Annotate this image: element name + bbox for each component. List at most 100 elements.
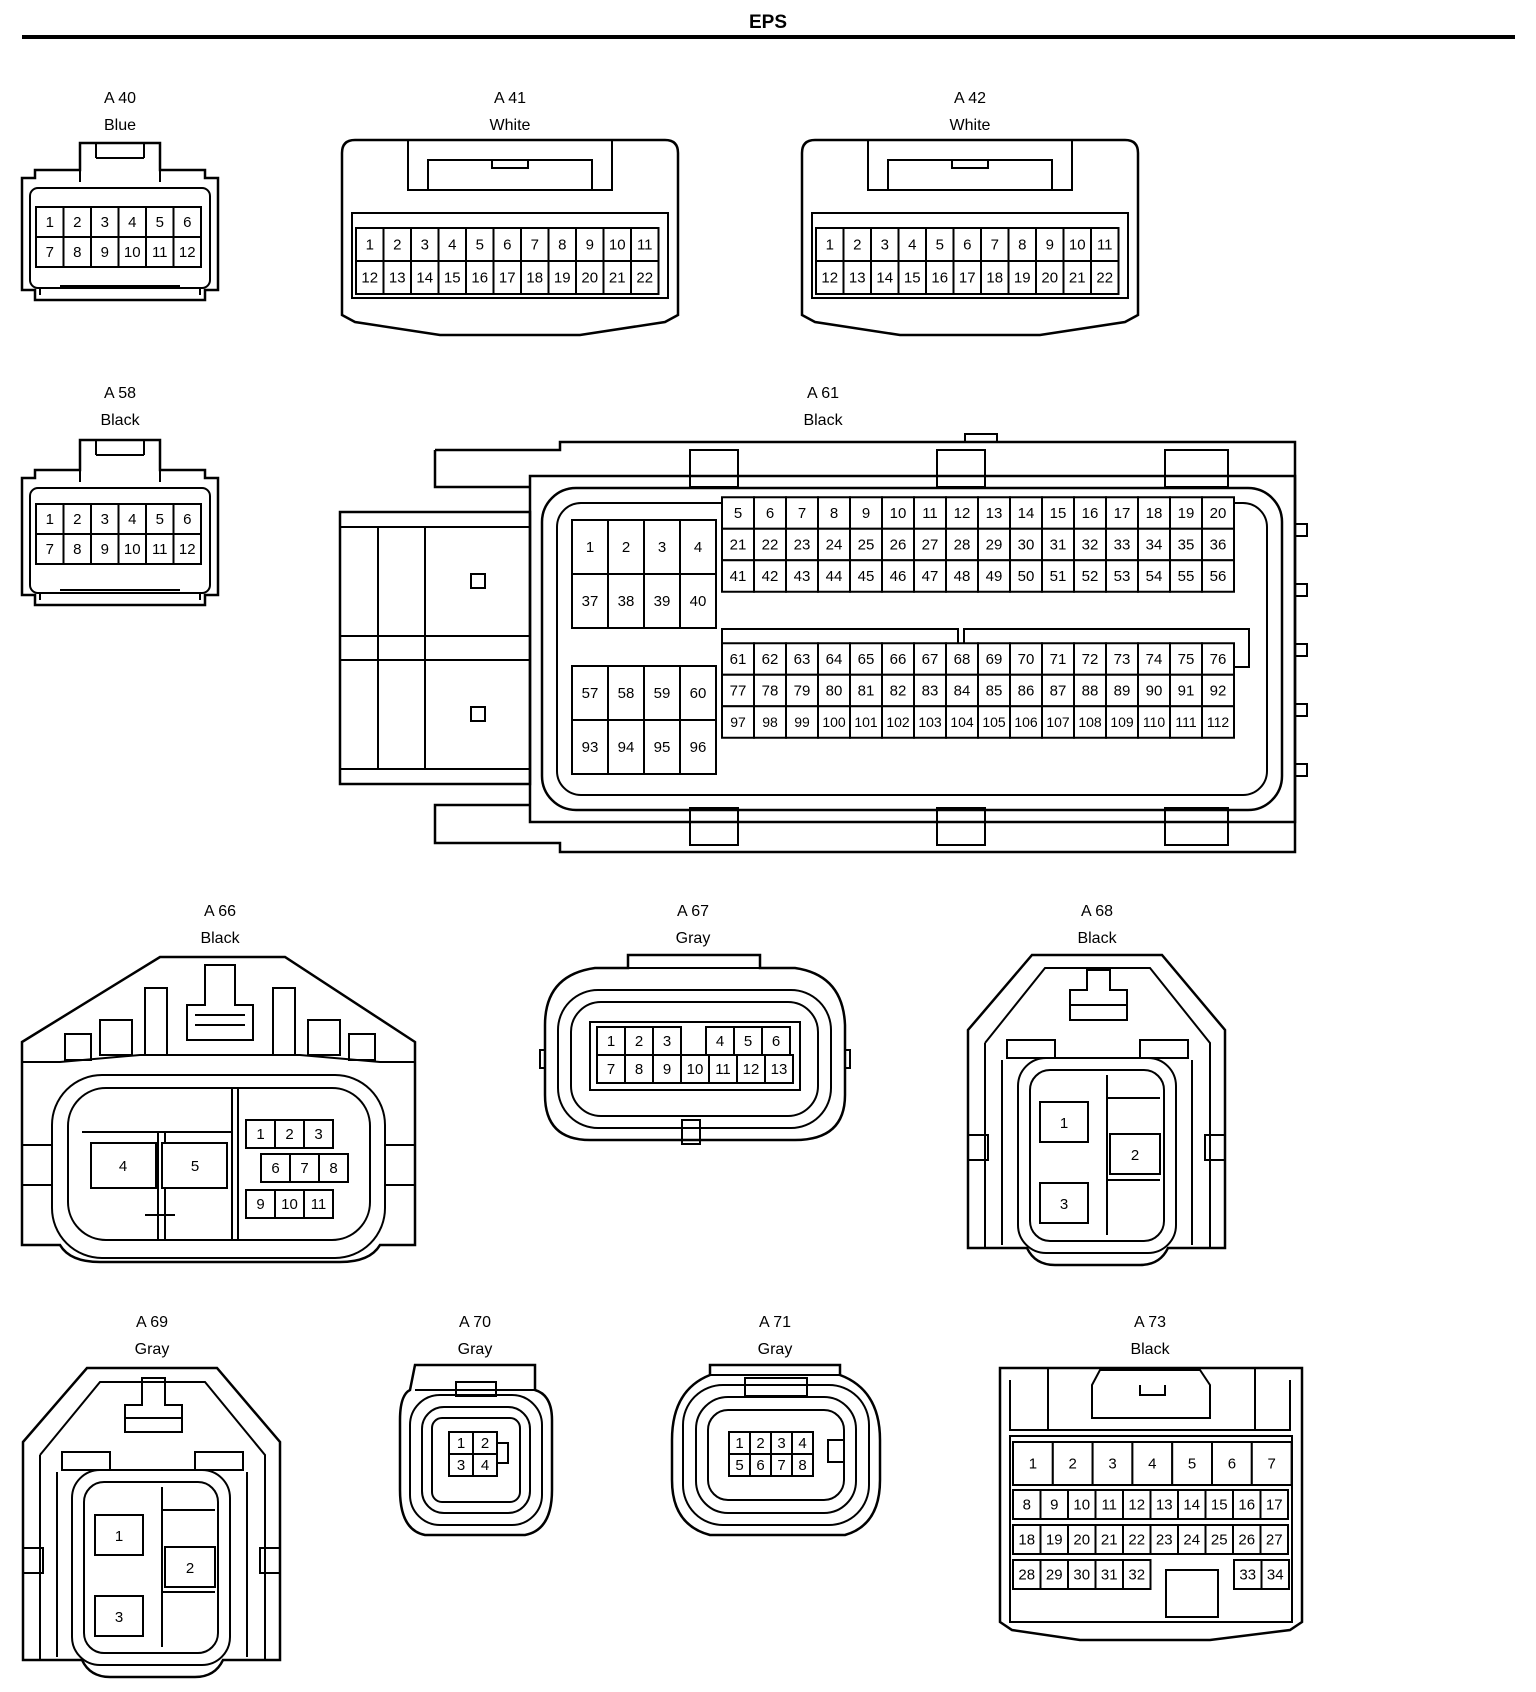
pin-label: 30 [1018,537,1035,554]
pin-label: 2 [73,214,81,231]
pin-label: 14 [1183,1497,1200,1514]
pin-cell [736,1054,766,1084]
pin-label: 5 [156,214,164,231]
pin-label: 33 [1239,1567,1256,1584]
pin-label: 4 [119,1158,127,1175]
pin-label: 2 [1131,1147,1139,1164]
pin-label: 21 [609,270,626,287]
pin-label: 16 [1238,1497,1255,1514]
pin-label: 102 [886,714,910,730]
pin-label: 112 [1207,714,1230,730]
pin-label: 17 [1266,1497,1283,1514]
pin-label: 13 [849,270,866,287]
connector-a69: A 69 Gray 1 2 3 [21,1314,282,1679]
pin-label: 21 [1101,1532,1118,1549]
pin-label: 11 [1101,1497,1117,1514]
pin-cell [1012,1489,1042,1520]
pin-label: 15 [904,270,921,287]
pin-cell [980,260,1010,295]
pin-label: 73 [1114,651,1131,668]
pin-cell [945,705,979,739]
pin-label: 49 [986,568,1003,585]
pin-cell [607,665,645,721]
pin-cell [1009,705,1043,739]
pin-cell [1259,1489,1289,1520]
pin-cell [1250,1441,1293,1486]
connector-housing [670,1363,882,1537]
pin-label: 12 [179,244,196,261]
pin-cell [571,573,609,629]
pin-label: 4 [798,1435,806,1452]
pin-label: 31 [1050,537,1067,554]
pin-cell [117,533,147,565]
pin-label: 65 [858,651,875,668]
pin-cell [172,503,202,535]
pin-label: 70 [1018,651,1035,668]
pin-label: 8 [73,541,81,558]
pin-cell [881,559,915,593]
pin-label: 36 [1210,537,1227,554]
pin-cell [1232,1489,1262,1520]
pin-label: 15 [444,270,461,287]
connector-housing: 4 5 [20,955,417,1264]
pin-label: 13 [986,505,1003,522]
pin-label: 6 [183,511,191,528]
pin-cell [764,1054,794,1084]
pin-label: 14 [416,270,433,287]
pin-cell [607,719,645,775]
connector-housing [20,438,220,607]
pin-label: 22 [1096,270,1113,287]
pin-cell [245,1189,276,1219]
pin-label: 85 [986,683,1003,700]
pin-cell [1062,260,1092,295]
connector-color: Gray [676,930,711,947]
pin-label: 4 [481,1457,489,1474]
pin-label: 75 [1178,651,1195,668]
pin-label: 40 [690,593,707,610]
pin-label: 61 [730,651,747,668]
pin-cell [785,527,819,562]
pin-label: 28 [954,537,971,554]
pin-cell [849,673,883,708]
pin-label: 12 [821,270,838,287]
pin-label: 8 [798,1457,806,1474]
connector-color: Gray [758,1341,793,1358]
pin-label: 53 [1114,568,1131,585]
pin-label: 28 [1018,1567,1035,1584]
connector-a68: A 68 Black 1 2 3 [966,903,1227,1267]
pin-label: 51 [1050,568,1067,585]
pin-label: 7 [777,1457,785,1474]
pin-cell [1105,496,1139,530]
pin-label: 1 [115,1528,123,1545]
connector-id: A 71 [759,1314,791,1331]
pin-label: 4 [128,214,136,231]
connector-a61: A 61 Black [338,385,1308,854]
pin-label: 8 [1018,237,1026,254]
pin-cell [849,559,883,593]
pin-label: 5 [156,511,164,528]
pin-label: 5 [476,237,484,254]
connector-housing [539,953,851,1145]
pin-label: 38 [618,593,635,610]
pin-label: 11 [152,541,168,558]
pin-label: 46 [890,568,907,585]
pin-cell [382,260,412,295]
pin-label: 108 [1078,714,1102,730]
pin-cell [410,227,440,262]
connector-color: Blue [104,117,136,134]
connector-color: Black [200,930,240,947]
pin-label: 11 [1097,237,1113,254]
pin-cell [849,527,883,562]
pin-label: 45 [858,568,875,585]
pin-label: 23 [1156,1532,1173,1549]
pin-cell [571,665,609,721]
pin-label: 101 [854,714,878,730]
pin-cell [1007,227,1037,262]
pin-cell [62,206,92,238]
